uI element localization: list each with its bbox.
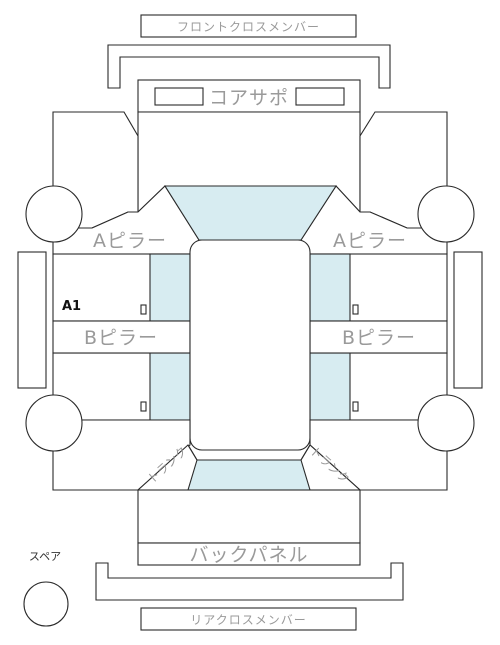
rear-cross-member-box[interactable] <box>140 607 357 631</box>
headlight-right[interactable] <box>295 87 345 106</box>
rear-door-window-left[interactable] <box>149 352 191 421</box>
rear-door-window-right[interactable] <box>309 352 351 421</box>
wheel-front-right[interactable] <box>417 185 475 243</box>
side-sill-left[interactable] <box>17 251 47 389</box>
back-panel-label: バックパネル <box>189 544 308 566</box>
core-support-label: コアサポ <box>209 87 289 109</box>
a-pillar-left-label: Aピラー <box>93 230 167 252</box>
b-pillar-right[interactable] <box>309 320 448 354</box>
wheel-rear-right[interactable] <box>417 394 475 452</box>
door-handle-rr[interactable] <box>352 401 359 412</box>
roof[interactable] <box>189 239 311 451</box>
spare-tire[interactable] <box>23 581 69 627</box>
b-pillar-left-label: Bピラー <box>84 327 158 349</box>
c-pillar-left-edge <box>187 444 198 461</box>
rear-body[interactable] <box>137 489 361 544</box>
back-panel[interactable] <box>137 542 361 566</box>
wheel-front-left[interactable] <box>25 185 83 243</box>
b-pillar-left[interactable] <box>52 320 191 354</box>
a-pillar-right-label: Aピラー <box>333 230 407 252</box>
front-bumper[interactable] <box>107 44 391 89</box>
rear-cross-member-label: リアクロスメンバー <box>190 613 306 627</box>
rear-bumper[interactable] <box>95 562 404 601</box>
door-handle-fr[interactable] <box>352 304 359 315</box>
spare-label: スペア <box>29 550 61 563</box>
door-handle-fl[interactable] <box>140 304 147 315</box>
wheel-rear-left[interactable] <box>25 394 83 452</box>
b-pillar-right-label: Bピラー <box>342 327 416 349</box>
front-cross-member-box[interactable] <box>140 14 357 38</box>
door-handle-rl[interactable] <box>140 401 147 412</box>
headlight-left[interactable] <box>154 87 204 106</box>
c-pillar-right-edge <box>300 444 311 461</box>
front-door-window-left[interactable] <box>149 253 191 322</box>
front-cross-member-label: フロントクロスメンバー <box>177 20 320 34</box>
rear-window[interactable] <box>187 459 311 491</box>
side-sill-right[interactable] <box>453 251 483 389</box>
front-door-window-right[interactable] <box>309 253 351 322</box>
damage-marker-a1: A1 <box>62 299 81 314</box>
